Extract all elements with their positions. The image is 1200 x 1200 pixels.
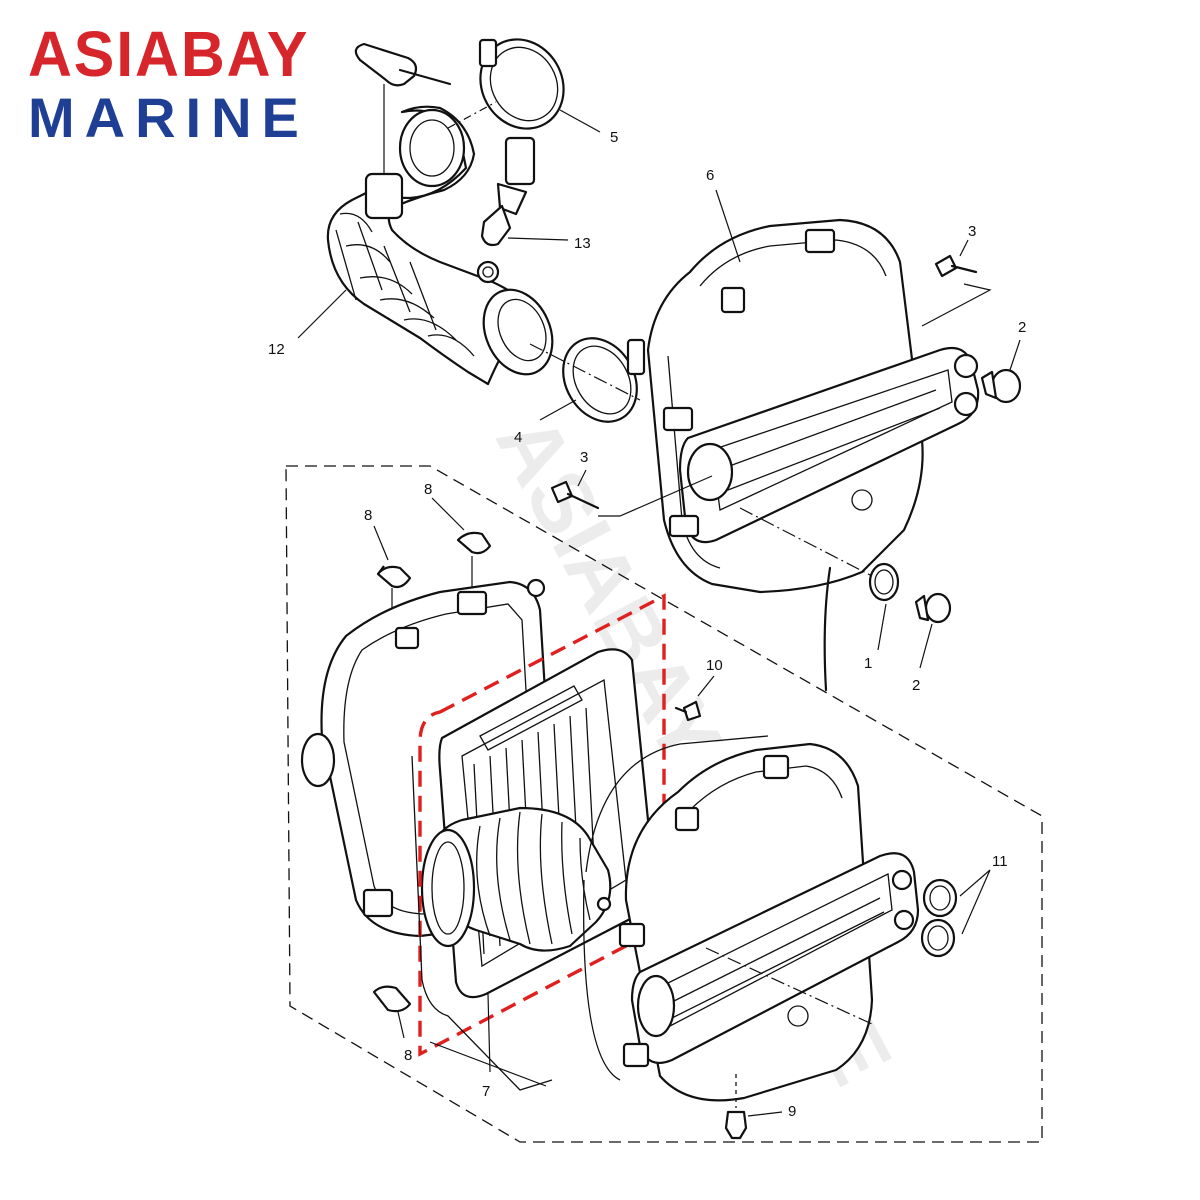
callout-11: 11 bbox=[992, 853, 1008, 870]
clip-8-top-left bbox=[373, 525, 412, 640]
band-clamp-4 bbox=[529, 337, 646, 423]
callout-6: 6 bbox=[706, 167, 714, 184]
drain-plug-9 bbox=[724, 1074, 783, 1140]
clip-8-bottom bbox=[372, 985, 412, 1039]
callout-9: 9 bbox=[788, 1103, 796, 1120]
brand-line-2: MARINE bbox=[28, 86, 309, 149]
brand-line-1: ASIABAY bbox=[28, 18, 310, 90]
callout-10: 10 bbox=[706, 657, 723, 674]
grommets-11 bbox=[920, 869, 991, 958]
callout-3-lower: 3 bbox=[580, 449, 588, 466]
highlight-filter bbox=[418, 593, 666, 1057]
intake-duct bbox=[420, 806, 612, 952]
callout-12: 12 bbox=[268, 341, 285, 358]
callout-5: 5 bbox=[610, 129, 618, 146]
grommet-1 bbox=[739, 507, 900, 651]
case-cover-6 bbox=[646, 189, 980, 692]
case-cover-lower bbox=[583, 735, 920, 1102]
brand-logo: ASIABAY MARINE bbox=[28, 22, 324, 146]
collar-2-lower bbox=[914, 592, 952, 669]
callout-13: 13 bbox=[574, 235, 591, 252]
leader-7 bbox=[487, 993, 491, 1073]
gasket-seal bbox=[411, 755, 553, 1091]
callout-2-lower: 2 bbox=[912, 677, 920, 694]
callout-1: 1 bbox=[864, 655, 872, 672]
callout-4: 4 bbox=[514, 429, 522, 446]
band-clamp-5 bbox=[447, 38, 601, 133]
callout-2-upper: 2 bbox=[1018, 319, 1026, 336]
callout-8-bottom: 8 bbox=[404, 1047, 412, 1064]
intake-hose-12 bbox=[297, 105, 554, 386]
hose-band-clip bbox=[354, 42, 452, 180]
breather-fitting-13 bbox=[480, 136, 569, 247]
assembly-boundary bbox=[285, 465, 1043, 1143]
callout-3-upper: 3 bbox=[968, 223, 976, 240]
callout-8-top-right: 8 bbox=[424, 481, 432, 498]
callout-7: 7 bbox=[482, 1083, 490, 1100]
callout-8-top-left: 8 bbox=[364, 507, 372, 524]
clip-8-top-right bbox=[431, 497, 492, 606]
bolt-3-lower bbox=[550, 469, 713, 517]
bolt-3-upper bbox=[921, 239, 992, 327]
collar-2-upper bbox=[980, 339, 1022, 404]
bolt-10 bbox=[674, 675, 715, 722]
